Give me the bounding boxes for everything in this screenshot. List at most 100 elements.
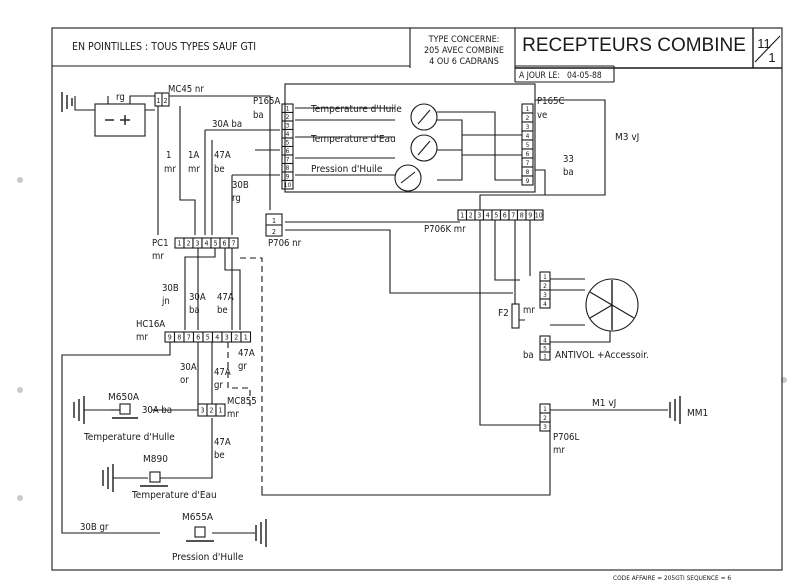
wire-label-1a: 1A [188,150,199,161]
sensor-label-m655a: M655A [182,512,214,523]
gauge-label-pression-huile: Pression d'Huile [311,164,383,175]
p706k-pin: 10 [535,212,543,220]
hc16a-pin: 8 [177,334,181,342]
p706-pin-1: 1 [272,217,276,225]
p706k-pin: 5 [494,212,498,220]
pc1-pin: 4 [204,240,208,248]
p165a-pin: 4 [286,130,290,138]
wire-label-47a-gr2: 47A [238,348,255,359]
footer-code: CODE AFFAIRE = 205GTI SEQUENCE = 6 [613,574,731,582]
mc855-pin: 3 [200,407,204,415]
connector-p706: 1 2 [265,213,283,237]
wire-label-jn: jn [161,296,170,307]
antivol-cell [539,298,551,309]
page-title: RECEPTEURS COMBINE [522,35,746,56]
ground-label-mm1: MM1 [687,408,708,419]
mc855-cell [215,403,226,417]
wire-label-30b: 30B [232,180,249,191]
type-concerne-line-2: 205 AVEC COMBINE [424,46,504,56]
p706k-pin: 9 [528,212,532,220]
hc16a-pin: 3 [225,334,229,342]
p165c-pin: 5 [526,141,530,149]
p165a-pin: 6 [286,147,290,155]
ground-symbol-mm1 [669,396,681,424]
drawing-frame [51,27,783,571]
mc45-pin-2: 2 [163,97,167,105]
wire-label-47a-gr: 47A [214,367,231,378]
sensor-label-m650a: M650A [108,392,140,403]
wire-label-30b-rg: rg [232,193,241,204]
wire-label-30a-ba-low: 30A ba [142,405,172,416]
sensor-caption-pression: Pression d'Hulle [172,552,244,563]
wire-label-1-mr: mr [164,164,176,175]
sensor-m655a: M655A Pression d'Hulle [172,512,244,563]
hc16a-pin: 9 [168,334,172,342]
battery-symbol [94,96,146,137]
p706-pin-2: 2 [272,228,276,236]
connector-color-p165c: ve [537,110,547,121]
connector-label-mc45: MC45 nr [168,84,204,95]
title-block: EN POINTILLES : TOUS TYPES SAUF GTI TYPE… [52,28,782,83]
type-concerne-line-3: 4 OU 6 CADRANS [429,57,499,67]
hc16a-cell [240,331,252,343]
fuse-color-f2: mr [523,305,535,316]
connector-label-p706: P706 nr [268,238,302,249]
wire-label-30a-mid: 30A [189,292,206,303]
hc16a-pin: 2 [234,334,238,342]
pc1-pin: 1 [177,240,181,248]
p165c-pin: 7 [526,159,530,167]
wire-label-30a-mid-ba: ba [189,305,200,316]
hc16a-pin: 7 [187,334,191,342]
fuse-label-f2: F2 [498,308,509,319]
wire-label-1: 1 [166,150,171,161]
p165a-pin: 10 [284,181,292,189]
dashed-lines-note: EN POINTILLES : TOUS TYPES SAUF GTI [72,41,256,53]
connector-color-hc16a: mr [136,332,148,343]
connector-antivol-lower: 451 [539,335,551,361]
p165a-pin: 1 [286,105,290,113]
antivol2-pin: 4 [543,336,547,344]
wire-label-gr: gr [214,380,223,391]
p706k-pin: 8 [520,212,524,220]
wire-label-33: 33 [563,154,574,165]
antivol-label: ANTIVOL +Accessoir. [555,350,649,361]
p706k-pin: 2 [469,212,473,220]
hc16a-pin: 6 [196,334,200,342]
wire-label-47a-mid: 47A [217,292,234,303]
gauge-label-temperature-huile: Temperature d'Huile [310,104,402,115]
pc1-pin: 5 [213,240,217,248]
p165c-pin: 1 [526,105,530,113]
instrument-cluster-box [284,83,536,193]
wire-label-30a-ba: 30A ba [212,119,242,130]
hc16a-pin: 4 [215,334,219,342]
sensor-caption-temp-huile: Temperature d'Hulle [83,432,175,443]
antivol-color: ba [523,350,534,361]
p165a-pin: 8 [286,164,290,172]
p165a-pin: 3 [286,122,290,130]
antivol2-cell [539,351,551,361]
wire-label-gr2: gr [238,361,247,372]
pc1-pin: 7 [231,240,235,248]
wire-label-m1-vj: M1 vJ [592,398,616,409]
p165c-cell [521,175,534,186]
connector-label-p165c: P165C [537,96,564,107]
connector-label-mc855: MC855 [227,396,257,407]
update-label: A JOUR LE: [519,71,560,81]
antivol2-pin: 1 [543,352,547,360]
sensor-label-m890: M890 [143,454,168,465]
p706l-pin: 3 [543,423,547,431]
hc16a-pin: 5 [206,334,210,342]
p706k-pin: 6 [503,212,507,220]
wire-label-47a-be: be [214,164,225,175]
p165c-pin: 3 [526,123,530,131]
sheet-number: 11 [757,36,771,51]
wiring [61,95,668,534]
ignition-switch-antivol [585,278,639,332]
p165c-pin: 9 [526,177,530,185]
wire-label-1a-mr: mr [188,164,200,175]
sensor-m890: M890 Temperature d'Eau [131,454,217,501]
connector-label-p165a: P165A [253,96,280,107]
